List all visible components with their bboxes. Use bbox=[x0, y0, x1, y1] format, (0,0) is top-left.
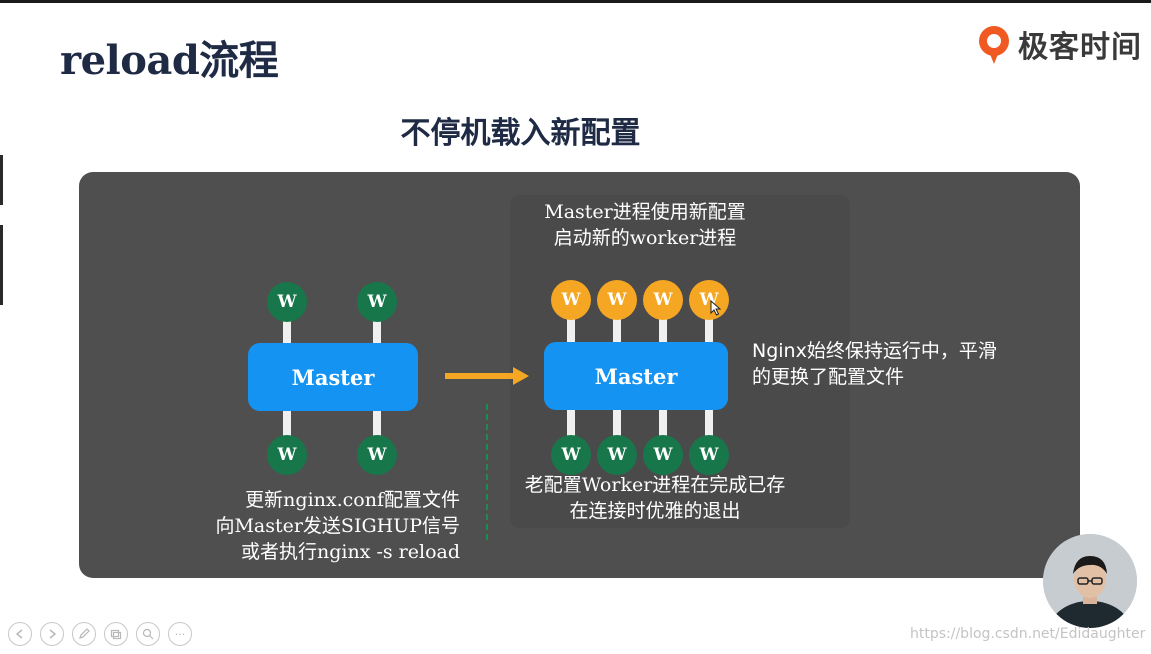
slide-title: reload流程 bbox=[60, 37, 279, 84]
note-line: 老配置Worker进程在完成已存 bbox=[524, 474, 786, 496]
zoom-icon[interactable] bbox=[136, 622, 160, 646]
worker-connector bbox=[659, 408, 667, 438]
brand-logo-icon bbox=[979, 26, 1009, 64]
worker-node-old: W bbox=[551, 435, 591, 475]
slide-toolbar: ··· bbox=[8, 622, 192, 646]
prev-icon[interactable] bbox=[8, 622, 32, 646]
mouse-cursor-icon bbox=[710, 300, 722, 316]
worker-connector bbox=[283, 318, 291, 348]
note-line: Master进程使用新配置 bbox=[544, 201, 746, 223]
watermark-text: https://blog.csdn.net/Edidaughter bbox=[910, 626, 1146, 642]
worker-connector bbox=[567, 408, 575, 438]
caption-line: 向Master发送SIGHUP信号 bbox=[215, 515, 460, 537]
worker-connector bbox=[659, 316, 667, 346]
worker-connector bbox=[283, 408, 291, 438]
master-node-before: Master bbox=[248, 343, 418, 411]
note-line: 的更换了配置文件 bbox=[752, 366, 905, 388]
caption-line: 或者执行nginx -s reload bbox=[240, 541, 460, 563]
worker-connector bbox=[613, 408, 621, 438]
master-node-after: Master bbox=[544, 342, 728, 410]
slide-subtitle: 不停机载入新配置 bbox=[400, 116, 641, 151]
worker-node-new: W bbox=[643, 280, 683, 320]
after-right-note: Nginx始终保持运行中，平滑 的更换了配置文件 bbox=[752, 338, 997, 390]
note-line: Nginx始终保持运行中，平滑 bbox=[752, 340, 997, 362]
worker-node-new: W bbox=[597, 280, 637, 320]
worker-connector bbox=[705, 316, 713, 346]
brand-logo: 极客时间 bbox=[976, 22, 1142, 66]
note-line: 在连接时优雅的退出 bbox=[569, 500, 741, 522]
next-icon[interactable] bbox=[40, 622, 64, 646]
window-top-border bbox=[0, 0, 1151, 3]
pen-icon[interactable] bbox=[72, 622, 96, 646]
before-caption: 更新nginx.conf配置文件 向Master发送SIGHUP信号 或者执行n… bbox=[215, 487, 460, 565]
note-line: 启动新的worker进程 bbox=[553, 227, 737, 249]
brand-name: 极客时间 bbox=[1018, 30, 1142, 65]
worker-connector bbox=[613, 316, 621, 346]
presenter-avatar-icon bbox=[1043, 534, 1137, 628]
worker-connector bbox=[373, 408, 381, 438]
divider-dashed-line bbox=[486, 404, 488, 540]
worker-node-new: W bbox=[689, 280, 729, 320]
after-top-note: Master进程使用新配置 启动新的worker进程 bbox=[520, 199, 770, 251]
worker-connector bbox=[705, 408, 713, 438]
worker-node-old: W bbox=[597, 435, 637, 475]
worker-connector bbox=[567, 316, 575, 346]
worker-node-old: W bbox=[689, 435, 729, 475]
more-icon[interactable]: ··· bbox=[168, 622, 192, 646]
worker-node-old: W bbox=[357, 282, 397, 322]
window-edge-mark bbox=[0, 155, 3, 205]
presenter-webcam bbox=[1043, 534, 1137, 628]
window-edge-mark bbox=[0, 225, 3, 305]
slides-icon[interactable] bbox=[104, 622, 128, 646]
worker-node-new: W bbox=[551, 280, 591, 320]
transition-arrow bbox=[445, 367, 529, 385]
worker-connector bbox=[373, 318, 381, 348]
caption-line: 更新nginx.conf配置文件 bbox=[245, 489, 460, 511]
worker-node-old: W bbox=[267, 282, 307, 322]
after-bottom-note: 老配置Worker进程在完成已存 在连接时优雅的退出 bbox=[505, 472, 805, 524]
worker-node-old: W bbox=[267, 435, 307, 475]
worker-node-old: W bbox=[357, 435, 397, 475]
worker-node-old: W bbox=[643, 435, 683, 475]
